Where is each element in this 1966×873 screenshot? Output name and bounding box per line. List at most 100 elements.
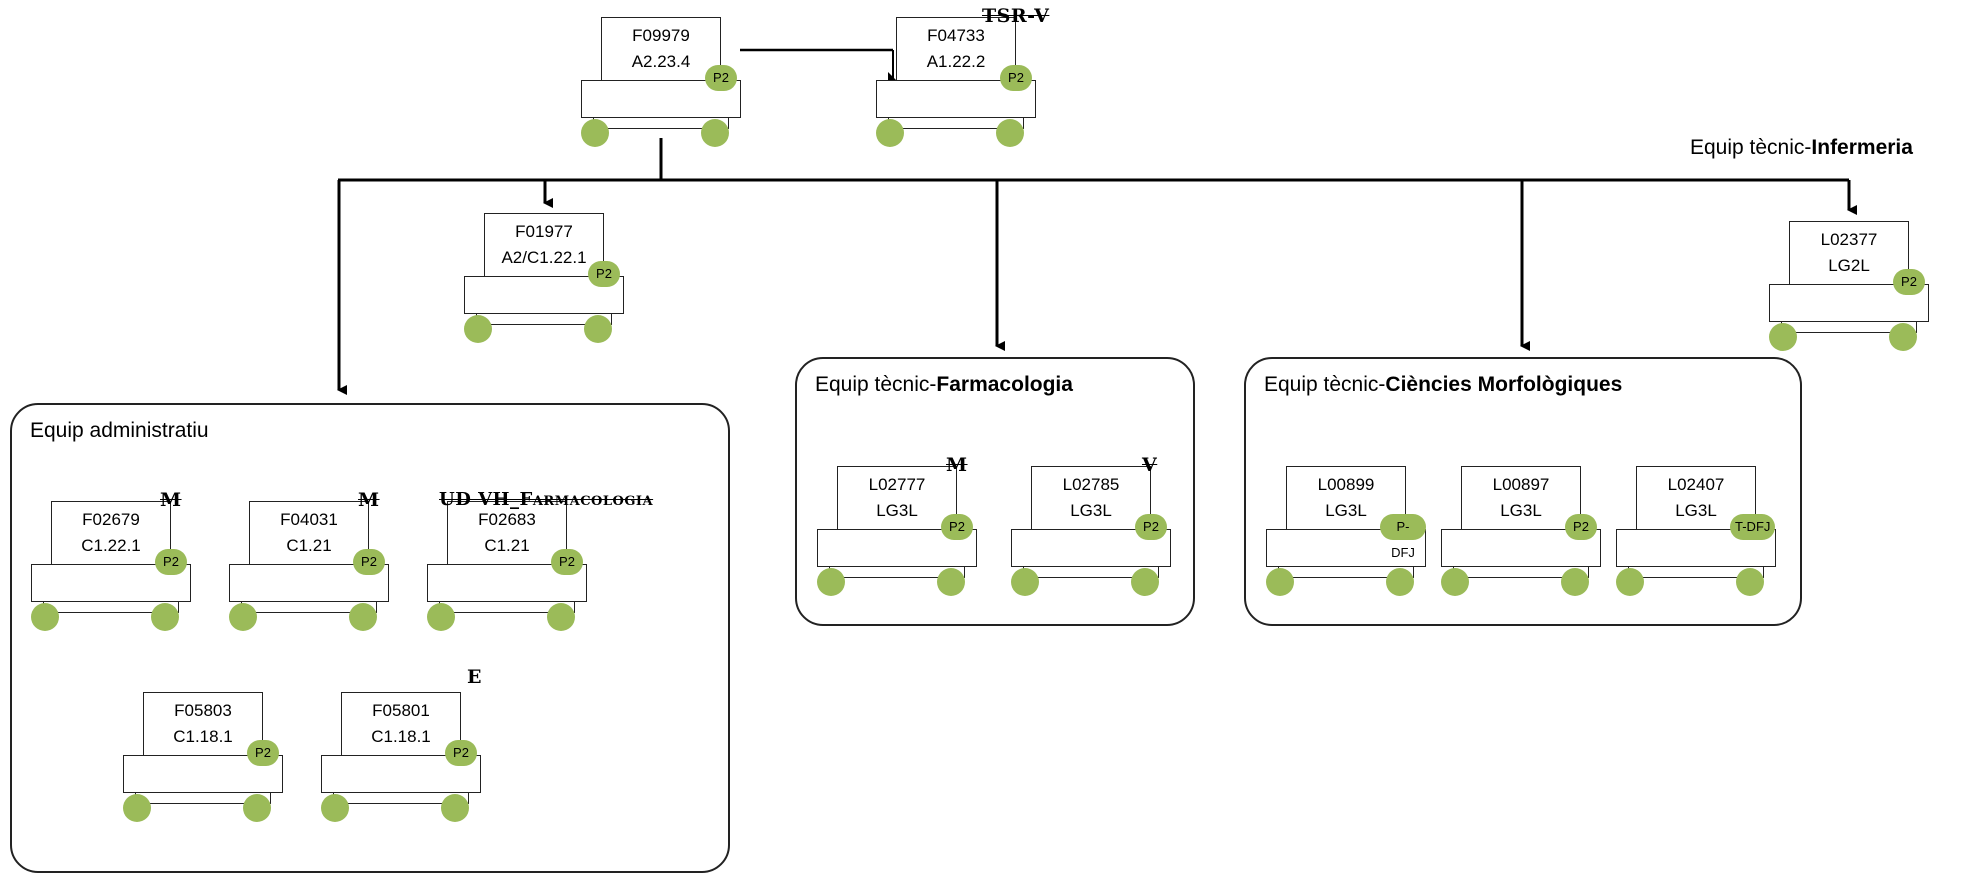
status-badge: P2 [445,740,477,766]
wheel-icon [441,794,469,822]
wheel-icon [1736,568,1764,596]
node-l02407: L02407 LG3L T-DFJ [1616,466,1776,604]
status-badge: P2 [1135,514,1167,540]
node-class: A2.23.4 [631,52,691,71]
connector-lines [337,48,1857,395]
status-badge: P-DFJ [1380,514,1426,560]
wheel-icon [584,315,612,343]
node-code: F09979 [632,26,690,45]
wheel-icon [427,603,455,631]
wheel-icon [937,568,965,596]
group-title-farmacologia: Equip tècnic-Farmacologia [815,373,1073,396]
node-class: C1.22.1 [81,536,141,555]
wheel-icon [1616,568,1644,596]
node-code: L02785 [1062,475,1120,494]
status-badge: T-DFJ [1730,514,1776,540]
node-code: L00897 [1492,475,1550,494]
node-frame [143,692,263,758]
status-badge: P2 [1000,65,1032,91]
wheel-icon [123,794,151,822]
node-f09979: F09979 A2.23.4 P2 [581,17,741,155]
node-f04733: F04733 A1.22.2 P2 TSR-V [876,5,1049,155]
status-badge: P2 [941,514,973,540]
wheel-icon [321,794,349,822]
node-code: F01977 [515,222,573,241]
arrow-to-f04733 [888,72,896,80]
node-frame [341,692,461,758]
node-frame [51,501,171,567]
status-badge: P2 [705,65,737,91]
node-code: F02679 [82,510,140,529]
status-badge: P2 [155,549,187,575]
node-code: L02777 [868,475,926,494]
node-l00897: L00897 LG3L P2 [1441,466,1601,604]
node-l02785: L02785 LG3L P2 V [1011,454,1171,604]
wheel-icon [547,603,575,631]
wheel-icon [701,119,729,147]
node-class: LG3L [1675,501,1717,520]
status-badge: P2 [247,740,279,766]
wheel-icon [1011,568,1039,596]
node-class: C1.18.1 [371,727,431,746]
node-tag: TSR-V [982,5,1050,27]
wheel-icon [1889,323,1917,351]
status-badge: P2 [353,549,385,575]
org-chart: Equip administratiu Equip tècnic-Farmaco… [10,5,1929,873]
node-class: C1.21 [484,536,530,555]
node-code: F04031 [280,510,338,529]
node-f04031: F04031 C1.21 P2 M [229,489,389,639]
node-class: LG2L [1828,256,1870,275]
node-class: LG3L [876,501,918,520]
node-l00899: L00899 LG3L P-DFJ [1266,466,1426,604]
group-title-morfologiques: Equip tècnic-Ciències Morfològiques [1264,373,1623,396]
node-l02377: L02377 LG2L P2 [1769,221,1929,359]
node-tag: M [946,454,968,476]
status-badge: P2 [1893,269,1925,295]
node-code: L02407 [1667,475,1725,494]
node-frame [601,17,721,83]
wheel-icon [817,568,845,596]
wheel-icon [1441,568,1469,596]
node-frame [1031,466,1151,532]
status-badge: P2 [588,261,620,287]
node-class: C1.18.1 [173,727,233,746]
group-title-admin: Equip administratiu [30,419,209,442]
wheel-icon [1131,568,1159,596]
node-code: F05803 [174,701,232,720]
node-f02683: F02683 C1.21 P2 UD VH_Farmacologia [427,489,653,639]
node-class: A2/C1.22.1 [501,248,587,267]
node-frame [1461,466,1581,532]
node-f05801: F05801 C1.18.1 P2 E [321,666,481,830]
node-tag: V [1142,454,1158,476]
wheel-icon [1266,568,1294,596]
node-tag: UD VH_Farmacologia [439,489,654,510]
node-f02679: F02679 C1.22.1 P2 M [31,489,191,639]
node-class: LG3L [1325,501,1367,520]
status-badge: P2 [1565,514,1597,540]
node-class: LG3L [1070,501,1112,520]
group-box-farmacologia: Equip tècnic-Farmacologia [795,357,1195,626]
node-class: A1.22.2 [926,52,986,71]
wheel-icon [349,603,377,631]
node-code: L02377 [1820,230,1878,249]
node-class: C1.21 [286,536,332,555]
group-box-morfologiques: Equip tècnic-Ciències Morfològiques [1244,357,1802,626]
node-tray [1266,529,1426,567]
wheel-icon [243,794,271,822]
node-l02777: L02777 LG3L P2 M [817,454,977,604]
wheel-icon [1769,323,1797,351]
wheel-icon [876,119,904,147]
wheel-icon [464,315,492,343]
node-code: L00899 [1317,475,1375,494]
wheel-icon [1561,568,1589,596]
node-frame [1789,221,1909,287]
wheel-icon [31,603,59,631]
status-badge: P2 [551,549,583,575]
node-frame [249,501,369,567]
node-f01977: F01977 A2/C1.22.1 P2 [464,213,624,351]
node-tag: M [358,489,380,511]
node-frame [447,501,567,567]
node-code: F02683 [478,510,536,529]
node-class: LG3L [1500,501,1542,520]
wheel-icon [229,603,257,631]
